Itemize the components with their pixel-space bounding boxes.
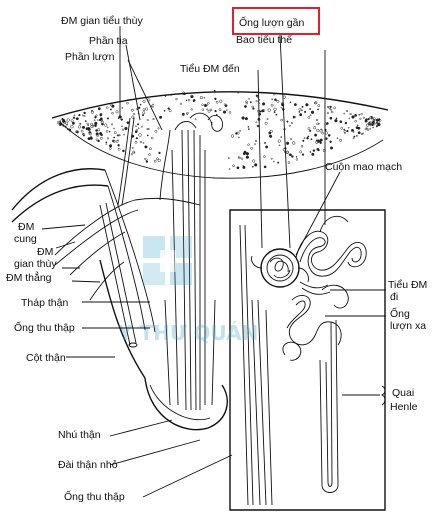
glomerulus-capsule — [251, 248, 309, 288]
leader-lines — [41, 26, 386, 498]
efferent-arteriole — [299, 281, 331, 295]
label-efferent-arteriole-1: Tiểu ĐM — [388, 279, 427, 291]
label-straight-artery: ĐM thẳng — [6, 271, 52, 284]
label-medullary-ray: Phần tia — [89, 35, 128, 47]
label-arcuate-artery-2: cung — [14, 233, 37, 245]
watermark-brand: Y THƯ QUÁN — [117, 321, 258, 345]
arterial-tree — [54, 117, 201, 301]
label-minor-calyx: Đài thận nhỏ — [58, 459, 118, 471]
highlight-box — [232, 7, 320, 35]
label-efferent-arteriole-2: đi — [390, 291, 398, 303]
loop-of-henle — [319, 319, 339, 493]
label-interlobular-artery: ĐM gian tiểu thùy — [61, 15, 143, 27]
watermark: Y THƯ QUÁN — [117, 236, 258, 345]
collecting-duct-tube — [99, 202, 138, 348]
label-convoluted-part: Phần lượn — [65, 51, 115, 63]
label-distal-tubule-2: lượn xa — [390, 320, 426, 332]
renal-cortex — [51, 89, 389, 179]
label-proximal-tubule: Ống lượn gần — [239, 15, 304, 29]
label-arcuate-artery-1: ĐM — [18, 221, 34, 233]
label-renal-pyramid: Tháp thận — [21, 297, 68, 309]
proximal-convoluted-tubule — [295, 215, 367, 277]
label-renal-papilla: Nhú thận — [58, 429, 101, 441]
label-distal-tubule-1: Ống — [390, 306, 410, 320]
label-bowman-capsule: Bao tiểu thể — [236, 34, 292, 46]
label-renal-column: Cột thận — [26, 352, 66, 364]
label-collecting-duct-bottom: Ống thu thập — [64, 489, 125, 503]
nephron-inset-panel — [229, 209, 386, 511]
labels: ĐM gian tiểu thùy Phần tia Phần lượn Ống… — [6, 15, 427, 503]
medullary-ray-tubules — [164, 112, 223, 411]
distal-convoluted-tubule — [282, 284, 349, 361]
label-interlobar-artery-1: ĐM — [37, 246, 53, 258]
kidney-lobe-outline — [11, 168, 228, 431]
label-glomerulus: Cuộn mao mạch — [325, 161, 402, 173]
label-collecting-duct-top: Ống thu thập — [14, 320, 75, 334]
label-afferent-arteriole: Tiểu ĐM đến — [180, 63, 240, 75]
label-loop-henle-1: Quai — [392, 387, 414, 399]
label-loop-henle-2: Henle — [390, 401, 418, 413]
label-interlobar-artery-2: gian thùy — [14, 258, 57, 270]
